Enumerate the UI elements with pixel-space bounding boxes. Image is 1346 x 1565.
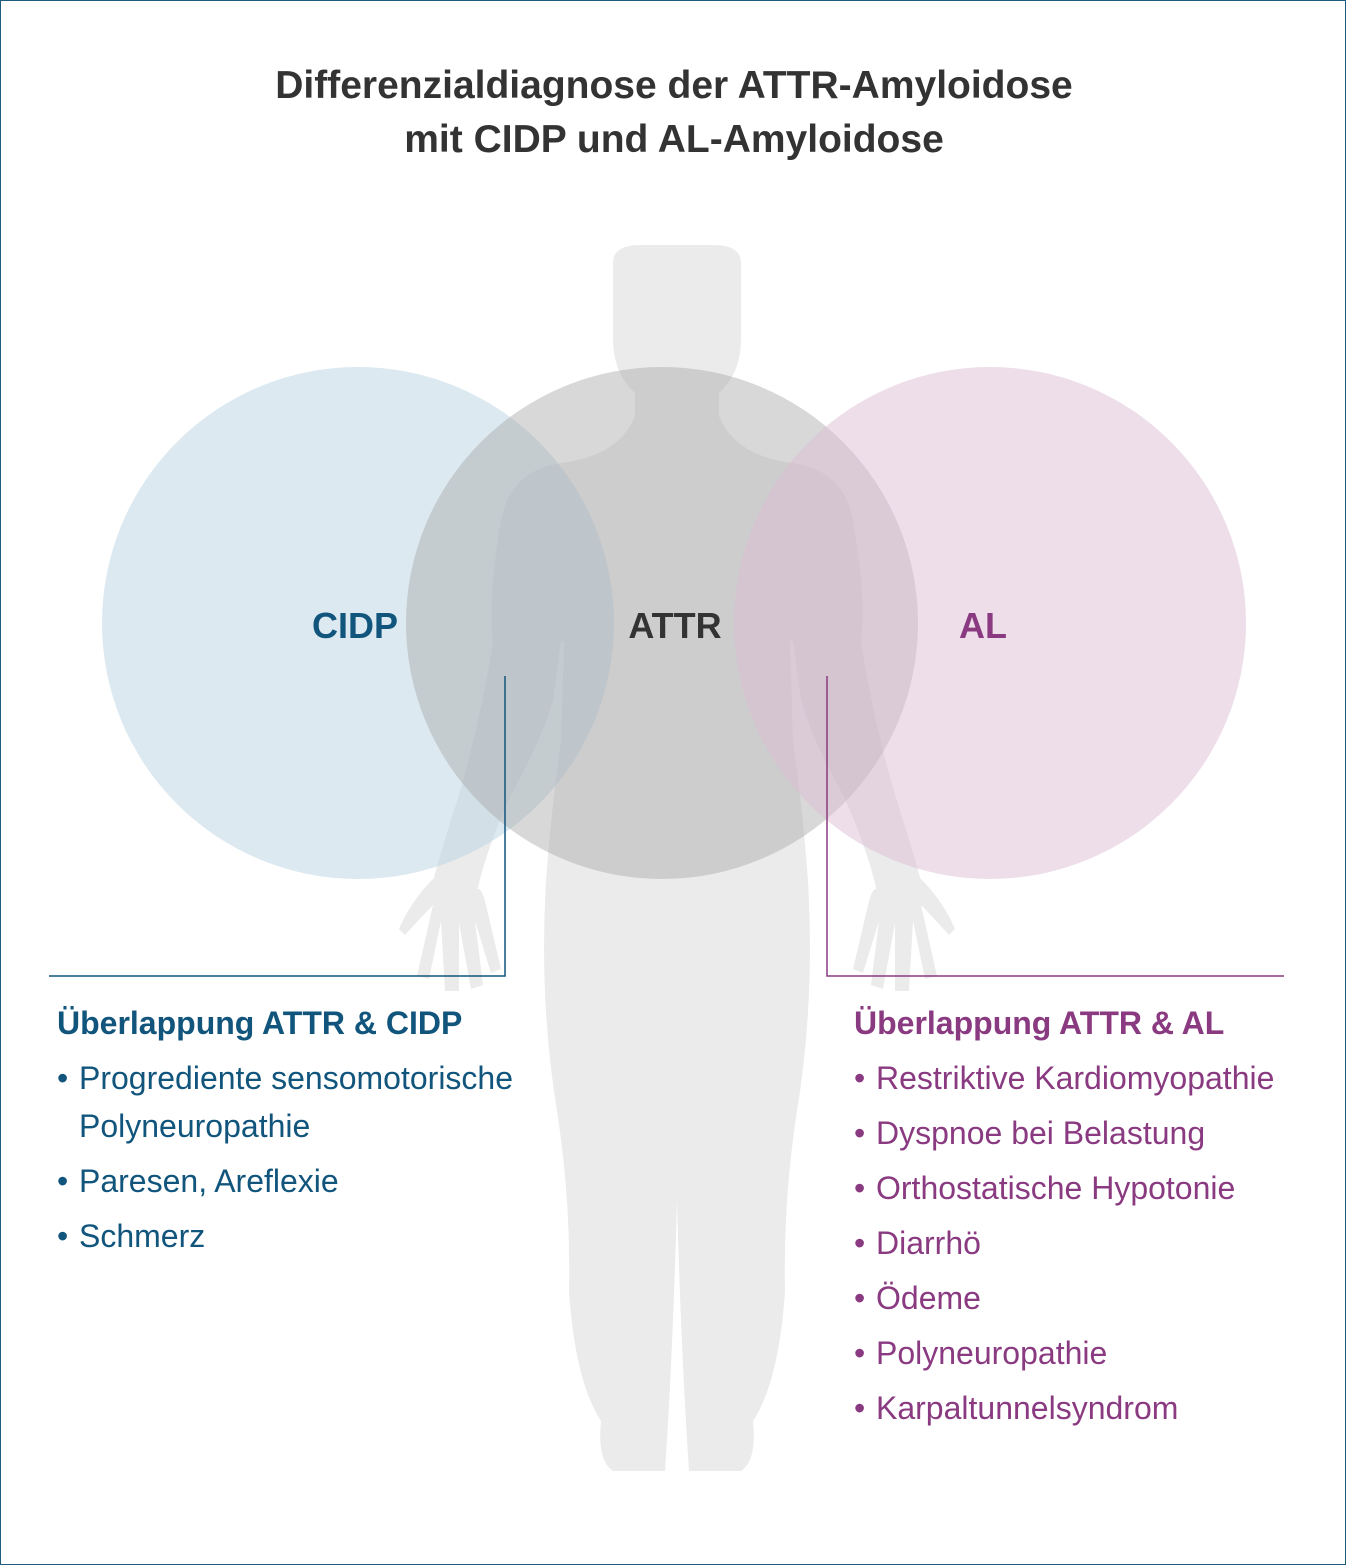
list-item: •Paresen, Areflexie [57,1157,567,1205]
list-item: •Polyneuropathie [854,1329,1294,1377]
bullet: • [57,1218,69,1254]
al-overlap-list: •Restriktive Kardiomyopathie •Dyspnoe be… [854,1054,1294,1439]
attr-label: ATTR [628,605,721,646]
cidp-circle [102,367,614,879]
list-item: •Ödeme [854,1274,1294,1322]
list-item: •Karpaltunnelsyndrom [854,1384,1294,1432]
list-item: •Diarrhö [854,1219,1294,1267]
cidp-overlap-heading: Überlappung ATTR & CIDP [57,1005,463,1041]
al-overlap-heading: Überlappung ATTR & AL [854,1005,1225,1041]
bullet: • [854,1115,866,1151]
title-line-2: mit CIDP und AL-Amyloidose [404,118,944,161]
bullet: • [854,1170,866,1206]
bullet: • [854,1335,866,1371]
bullet: • [854,1225,866,1261]
bullet: • [57,1060,69,1096]
cidp-overlap-connector [49,676,506,977]
list-item: •Schmerz [57,1212,567,1260]
silhouette-right-hand [853,879,955,991]
al-overlap-connector [826,676,1284,977]
silhouette-left-hand [399,879,501,991]
cidp-overlap-list: •Progrediente sensomotorische Polyneurop… [57,1054,567,1267]
list-item: •Dyspnoe bei Belastung [854,1109,1294,1157]
bullet: • [854,1060,866,1096]
title-line-1: Differenzialdiagnose der ATTR-Amyloidose [275,64,1073,107]
bullet: • [854,1280,866,1316]
bullet: • [854,1390,866,1426]
list-item: •Restriktive Kardiomyopathie [854,1054,1294,1102]
list-item: •Progrediente sensomotorische Polyneurop… [57,1054,567,1150]
list-item: •Orthostatische Hypotonie [854,1164,1294,1212]
cidp-label: CIDP [312,605,398,646]
silhouette-head [613,245,741,393]
bullet: • [57,1163,69,1199]
al-circle [734,367,1246,879]
al-label: AL [959,605,1007,646]
page-title: Differenzialdiagnose der ATTR-Amyloidose… [1,59,1345,167]
